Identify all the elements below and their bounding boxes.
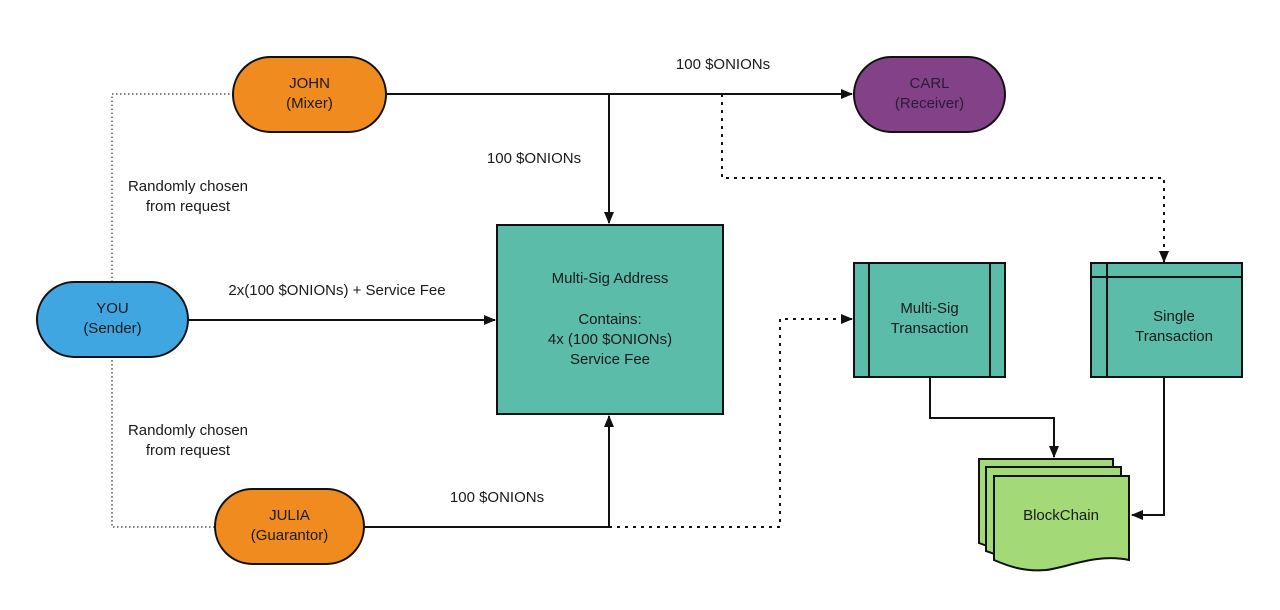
julia-to-multisig-transaction-edge [609, 314, 853, 528]
you-node: YOU (Sender) [36, 281, 189, 358]
carl-name: CARL [909, 75, 949, 92]
carl-role: (Receiver) [895, 95, 964, 112]
multisig-address-fee: Service Fee [570, 351, 650, 368]
you-julia-link-label-line1: Randomly chosen [128, 422, 248, 439]
john-shape [232, 56, 387, 133]
julia-node: JULIA (Guarantor) [214, 488, 365, 565]
john-name: JOHN [289, 75, 330, 92]
julia-shape [214, 488, 365, 565]
carl-shape [853, 56, 1006, 133]
john-node: JOHN (Mixer) [232, 56, 387, 133]
multisig-address-title: Multi-Sig Address [552, 270, 669, 287]
you-role: (Sender) [83, 320, 141, 337]
julia-to-address-edge [364, 415, 614, 528]
john-to-carl-label: 100 $ONIONs [676, 56, 770, 73]
multisig-transaction-line2: Transaction [891, 320, 969, 337]
you-julia-link [111, 356, 215, 528]
you-john-link-label-line2: from request [146, 198, 231, 215]
single-transaction-shape [1090, 262, 1243, 378]
you-shape [36, 281, 189, 358]
multisig-address-amount: 4x (100 $ONIONs) [548, 331, 672, 348]
single-transaction-line1: Single [1153, 308, 1195, 325]
single-transaction-line2: Transaction [1135, 328, 1213, 345]
you-to-address-label: 2x(100 $ONIONs) + Service Fee [228, 282, 445, 299]
you-name: YOU [96, 300, 129, 317]
julia-to-address-label: 100 $ONIONs [450, 489, 544, 506]
julia-name: JULIA [269, 507, 310, 524]
single-transaction-node: Single Transaction [1090, 262, 1243, 378]
multisig-transaction-node: Multi-Sig Transaction [853, 262, 1006, 378]
you-john-link [111, 93, 233, 282]
john-to-single-transaction-edge [721, 94, 1169, 263]
blockchain-node: BlockChain [978, 458, 1130, 572]
blockchain-doc-front [993, 475, 1130, 572]
john-to-address-label: 100 $ONIONs [487, 150, 581, 167]
blockchain-label: BlockChain [1023, 507, 1099, 524]
multisig-address-shape [496, 224, 724, 415]
you-julia-link-label-line2: from request [146, 442, 231, 459]
julia-role: (Guarantor) [251, 527, 329, 544]
single-transaction-to-blockchain-edge [1131, 377, 1165, 520]
multisig-address-contains: Contains: [578, 311, 641, 328]
multisig-transaction-to-blockchain-edge [929, 377, 1059, 458]
multisig-address-node: Multi-Sig Address Contains: 4x (100 $ONI… [496, 224, 724, 415]
carl-node: CARL (Receiver) [853, 56, 1006, 133]
multisig-transaction-shape [853, 262, 1006, 378]
multisig-transaction-line1: Multi-Sig [900, 300, 958, 317]
john-role: (Mixer) [286, 95, 333, 112]
you-john-link-label-line1: Randomly chosen [128, 178, 248, 195]
